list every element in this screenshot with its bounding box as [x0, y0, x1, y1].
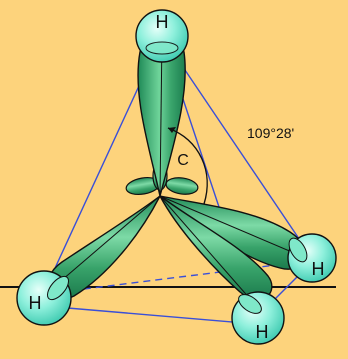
hydrogen-label-top: H: [156, 12, 169, 32]
carbon-label: C: [177, 152, 189, 169]
hydrogen-lobe-cap-top: [146, 42, 178, 54]
edge-left-bottom: [44, 306, 256, 324]
hydrogen-label-right: H: [312, 259, 325, 279]
rear-lobe-right: [165, 176, 199, 196]
hydrogen-label-bottom: H: [256, 322, 269, 342]
hydrogen-label-left: H: [29, 293, 42, 313]
bond-angle-label: 109°28': [247, 125, 294, 141]
